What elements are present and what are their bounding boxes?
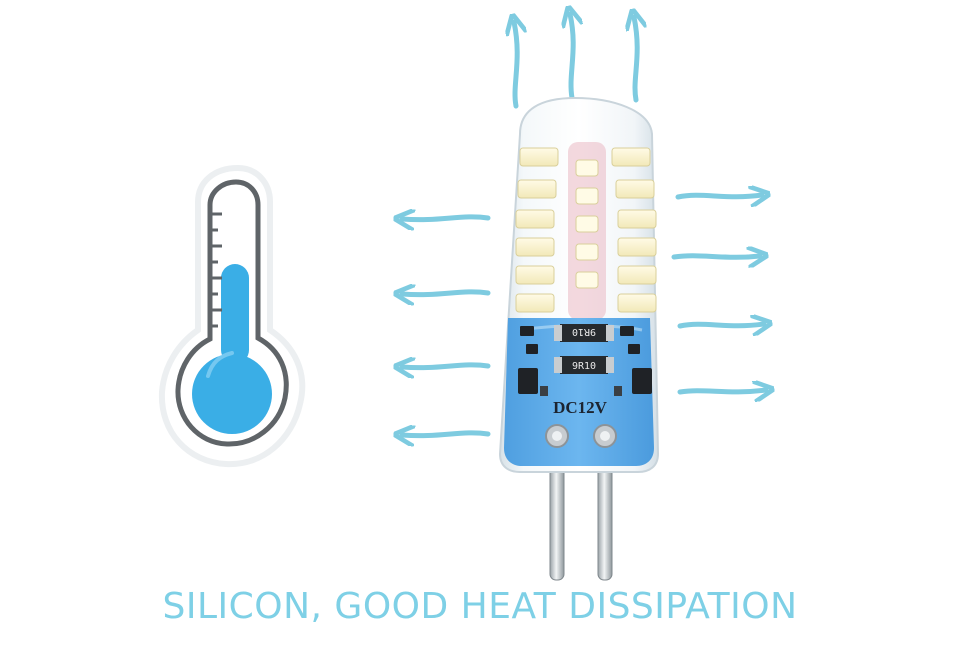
heat-arrow-icon [675,195,762,197]
heat-arrow-icon [514,22,517,109]
led-column-center [575,159,599,289]
resistor-bottom: 9R10 [554,356,614,374]
heat-arrows-right [671,195,766,392]
g4-led-bulb: 9R10 9R10 DC12V [498,96,660,581]
caption: SILICON, GOOD HEAT DISSIPATION [162,586,798,627]
heat-arrow-icon [402,217,491,220]
heat-arrow-icon [570,14,573,101]
led-column-right [611,147,657,313]
thermometer-column [221,264,249,364]
heat-arrow-icon [402,433,491,436]
thermometer-ticks [210,212,222,328]
heat-arrow-icon [402,292,491,295]
voltage-label: DC12V [553,398,608,417]
resistor-bottom-label: 9R10 [572,361,596,372]
thermometer-icon [158,164,306,468]
driver-board [504,318,654,466]
thermometer-bulb [192,354,272,434]
heat-arrow-icon [402,365,491,368]
heat-arrow-icon [677,390,766,392]
resistor-top-label: 9R10 [572,326,596,337]
heat-arrow-icon [677,324,764,326]
heat-arrows-left [402,217,491,436]
heat-arrow-icon [671,256,760,258]
smd-components [518,326,652,396]
resistor-top: 9R10 [554,324,614,342]
led-column-left [515,147,559,313]
heat-arrow-icon [634,17,637,103]
heat-arrows-up [514,14,637,109]
